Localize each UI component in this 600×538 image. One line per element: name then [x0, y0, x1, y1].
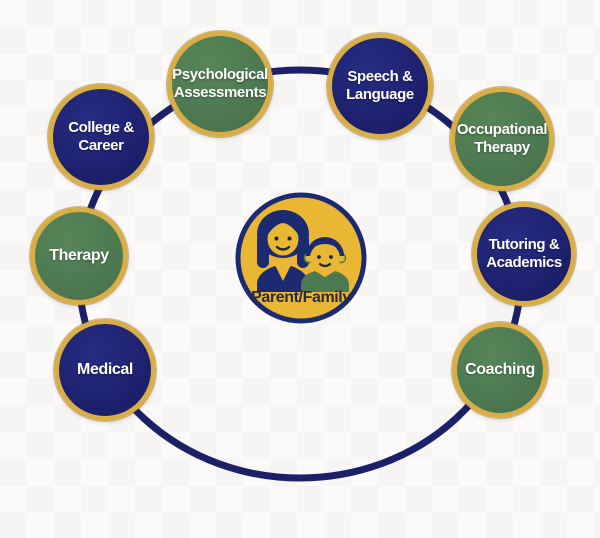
node-label: Occupational — [456, 121, 548, 138]
node-label: College & — [68, 119, 134, 136]
node-label: Coaching — [465, 361, 535, 378]
node-therapy: Therapy — [30, 207, 128, 305]
node-coaching: Coaching — [452, 322, 548, 418]
node-label: Career — [78, 137, 124, 154]
node-speech-language: Speech & Language — [327, 33, 433, 139]
node-label: Language — [346, 86, 414, 103]
node-tutoring-academics: Tutoring & Academics — [472, 202, 576, 306]
hub-label: Parent/Family — [251, 289, 351, 306]
node-label: Medical — [77, 361, 133, 378]
node-label: Therapy — [474, 139, 530, 156]
node-college-career: College & Career — [48, 84, 154, 190]
node-psychological-assessments: Psychological Assessments — [167, 31, 273, 137]
child-figure — [301, 237, 349, 292]
node-label: Tutoring & — [488, 236, 560, 253]
node-label: Academics — [486, 254, 562, 271]
hub-parent-family: Parent/Family — [235, 192, 367, 324]
node-label: Speech & — [347, 68, 413, 85]
node-label: Therapy — [49, 247, 109, 264]
node-label: Psychological — [172, 66, 268, 83]
node-label: Assessments — [173, 84, 267, 101]
node-occupational-therapy: Occupational Therapy — [450, 87, 554, 191]
mother-figure — [257, 210, 309, 292]
node-medical: Medical — [54, 319, 156, 421]
parent-child-icon — [235, 192, 367, 324]
